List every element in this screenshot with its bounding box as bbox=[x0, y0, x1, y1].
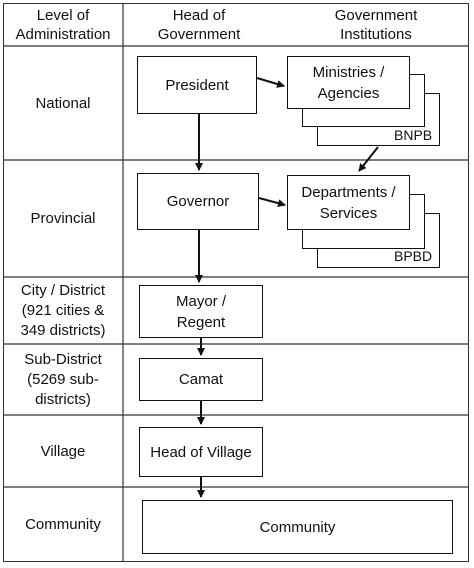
level-provincial: Provincial bbox=[30, 210, 96, 227]
community-box: Community bbox=[142, 500, 453, 554]
level-village: Village bbox=[40, 442, 86, 460]
institution-label-bnpb: BNPB bbox=[394, 127, 433, 143]
diagram-frame bbox=[3, 3, 469, 562]
level-sub-district: Sub-District (5269 sub- districts) bbox=[24, 351, 102, 408]
level-community: Community bbox=[25, 516, 101, 533]
head-mayor-regent: Mayor / Regent bbox=[139, 285, 263, 338]
head-governor: Governor bbox=[137, 173, 259, 230]
institution-front-provincial: Departments / Services bbox=[287, 175, 410, 230]
arrow-bnpb-departments bbox=[358, 146, 379, 172]
level-national: National bbox=[35, 94, 91, 112]
header-head: Head of Government bbox=[157, 7, 241, 43]
institution-front-national: Ministries / Agencies bbox=[287, 56, 410, 109]
arrow-president-ministries bbox=[256, 77, 285, 88]
head-village: Head of Village bbox=[139, 427, 263, 477]
arrow-governor-departments bbox=[258, 197, 286, 208]
header-institutions: Government Institutions bbox=[334, 7, 418, 43]
head-president: President bbox=[137, 56, 257, 114]
head-camat: Camat bbox=[139, 358, 263, 401]
institution-label-bpbd: BPBD bbox=[394, 248, 433, 264]
level-city-district: City / District (921 cities & 349 distri… bbox=[20, 282, 106, 339]
header-level: Level of Administration bbox=[15, 7, 111, 43]
